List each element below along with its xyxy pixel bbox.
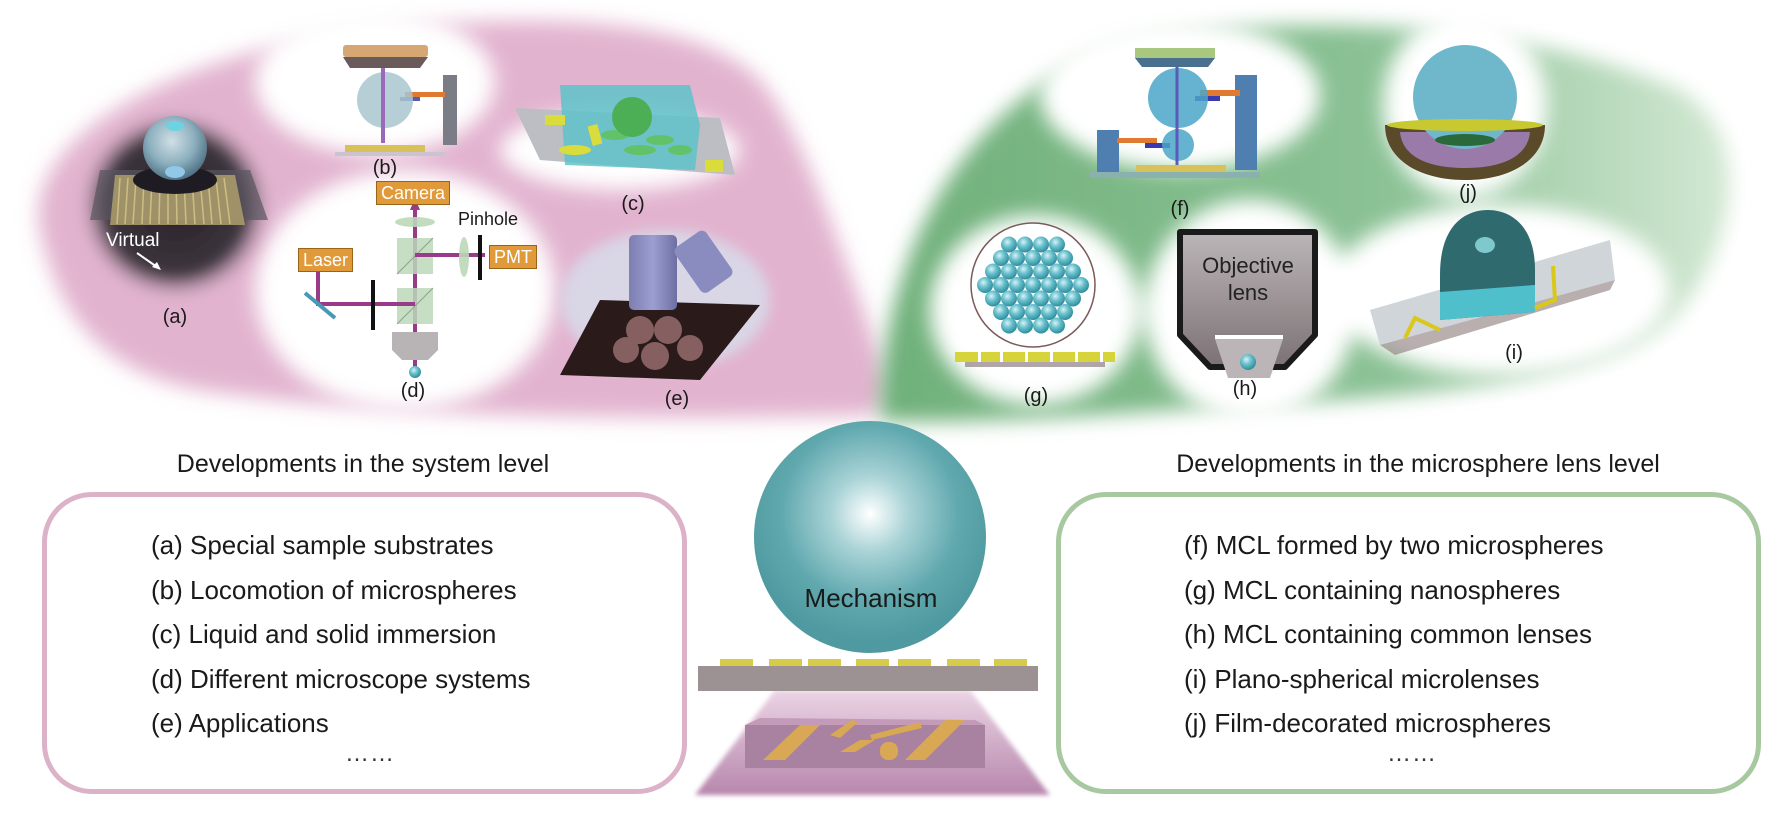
panel-c-illustration [515, 85, 735, 175]
nanosphere [1049, 317, 1065, 334]
nanosphere [1009, 250, 1025, 266]
nanosphere [1057, 277, 1073, 293]
panel-a-illustration [75, 107, 275, 303]
nanosphere [993, 250, 1009, 266]
lens-level-box [1056, 492, 1761, 794]
list-item: (d) Different microscope systems [151, 663, 531, 694]
system-level-box [42, 492, 687, 794]
nanosphere [1033, 290, 1049, 307]
nanosphere [1065, 290, 1081, 307]
nanosphere [1001, 236, 1017, 253]
nanosphere [1017, 236, 1033, 253]
list-item: (i) Plano-spherical microlenses [1184, 663, 1540, 694]
nanosphere [985, 263, 1001, 280]
nanosphere [1025, 277, 1041, 293]
pinhole-label: Pinhole [458, 209, 519, 229]
virtual-annotation: Virtual [106, 230, 160, 251]
nanosphere [1001, 263, 1017, 280]
list-item: (h) MCL containing common lenses [1184, 619, 1592, 649]
list-item: (g) MCL containing nanospheres [1184, 574, 1561, 605]
nanosphere [1041, 304, 1057, 320]
list-item: (b) Locomotion of microspheres [151, 574, 517, 605]
pmt-tag: PMT [489, 245, 537, 269]
list-item: (c) Liquid and solid immersion [151, 619, 497, 649]
nanosphere [1017, 290, 1033, 307]
lens-level-list: (f) MCL formed by two microspheres (g) M… [1184, 523, 1603, 746]
nanosphere [1009, 277, 1025, 293]
label-a: (a) [162, 306, 188, 328]
nanosphere [1049, 290, 1065, 307]
panel-h-illustration [1177, 229, 1318, 378]
nanosphere [1049, 236, 1065, 253]
list-item: (f) MCL formed by two microspheres [1184, 530, 1604, 560]
panel-d-illustration [303, 198, 485, 378]
nanosphere [1017, 263, 1033, 280]
list-item: (e) Applications [151, 708, 329, 738]
nanosphere [1065, 263, 1081, 280]
nanosphere [1017, 317, 1033, 334]
system-level-list: (a) Special sample substrates (b) Locomo… [151, 523, 531, 746]
nanosphere [1033, 317, 1049, 334]
left-section-title: Developments in the system level [176, 450, 550, 478]
nanosphere [1041, 250, 1057, 266]
arrow-icon [136, 252, 161, 270]
ellipsis: …… [1387, 740, 1437, 767]
panel-g-illustration [955, 222, 1115, 367]
nanosphere [1073, 277, 1089, 293]
panel-i-illustration [1370, 210, 1615, 355]
label-d: (d) [400, 380, 426, 402]
label-e: (e) [664, 388, 690, 410]
nanosphere [1033, 236, 1049, 253]
mechanism-label: Mechanism [804, 583, 938, 613]
nanosphere [1033, 263, 1049, 280]
objective-line-2: lens [1227, 280, 1269, 305]
nanosphere [1057, 250, 1073, 266]
panel-j-illustration [1385, 45, 1545, 180]
panel-e-illustration [560, 230, 770, 380]
list-item: (j) Film-decorated microspheres [1184, 708, 1551, 738]
nanosphere [1049, 263, 1065, 280]
nanosphere [1041, 277, 1057, 293]
nanosphere [1057, 304, 1073, 320]
label-j: (j) [1459, 182, 1477, 204]
center-substrate-illustration [695, 421, 1050, 795]
nanosphere [1001, 317, 1017, 334]
nanosphere [993, 304, 1009, 320]
label-h: (h) [1232, 378, 1258, 400]
label-b: (b) [372, 157, 398, 179]
laser-tag: Laser [298, 248, 354, 272]
right-section-title: Developments in the microsphere lens lev… [1176, 450, 1660, 478]
ellipsis: …… [345, 740, 395, 767]
nanosphere [1001, 290, 1017, 307]
nanosphere [1009, 304, 1025, 320]
list-item: (a) Special sample substrates [151, 530, 494, 560]
nanosphere [993, 277, 1009, 293]
nanosphere [985, 290, 1001, 307]
label-g: (g) [1023, 385, 1049, 407]
objective-line-1: Objective [1202, 253, 1294, 278]
nanosphere [1025, 250, 1041, 266]
panel-f-illustration [1090, 48, 1260, 178]
camera-tag: Camera [376, 181, 451, 205]
label-i: (i) [1505, 342, 1523, 364]
objective-lens-label: Objective lens [1202, 252, 1294, 306]
label-f: (f) [1170, 198, 1190, 220]
nanosphere [977, 277, 993, 293]
nanosphere [1025, 304, 1041, 320]
panel-b-illustration [335, 45, 457, 156]
label-c: (c) [621, 193, 645, 215]
